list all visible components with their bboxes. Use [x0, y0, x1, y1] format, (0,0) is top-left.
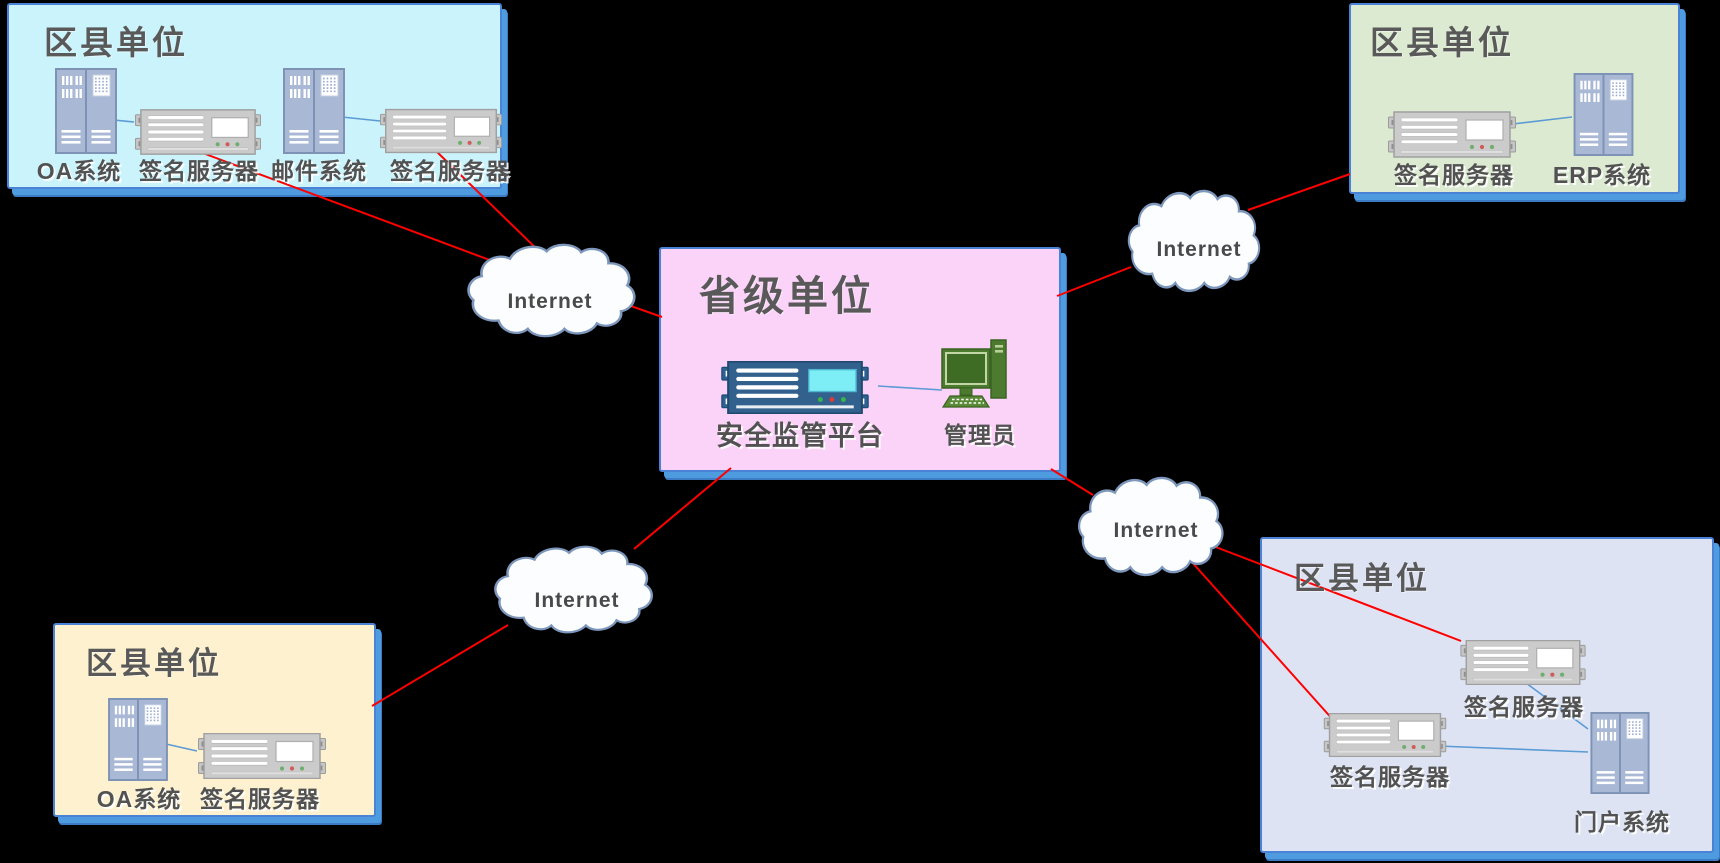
unit-title: 区县单位	[86, 646, 222, 681]
cabinet-icon	[1573, 73, 1634, 156]
label-administrator: 管理员	[944, 422, 1016, 448]
blue-link-cabinet-to-rack	[165, 743, 198, 752]
cloud-label: Internet	[1156, 238, 1242, 261]
label-portal-system: 门户系统	[1574, 809, 1670, 835]
rack-server-icon	[135, 109, 261, 155]
unit-title: 省级单位	[699, 273, 875, 319]
red-link-rack-to-cloud-left	[434, 149, 546, 258]
blue-link-platform-to-admin-pc	[877, 385, 943, 391]
rack-server-icon	[1460, 640, 1586, 685]
label-mail-system: 邮件系统	[271, 158, 367, 184]
unit-box-top-right: 区县单位 签名服务器 ERP系统	[1349, 3, 1680, 194]
label-signature-server: 签名服务器	[1394, 162, 1514, 188]
cabinet-icon	[108, 698, 168, 781]
label-signature-server: 签名服务器	[1464, 694, 1584, 720]
unit-title: 区县单位	[44, 24, 188, 61]
label-oa-system: OA系统	[96, 786, 182, 812]
blue-link-rack-to-portal	[1437, 745, 1589, 753]
cabinet-icon	[283, 68, 345, 154]
label-erp-system: ERP系统	[1552, 162, 1652, 188]
blue-link-cabinet-to-rack	[341, 116, 381, 122]
unit-box-bottom-left: 区县单位 OA系统 签名服务器	[53, 623, 376, 817]
unit-title: 区县单位	[1370, 24, 1514, 61]
rack-server-icon	[380, 108, 502, 154]
unit-box-bottom-right: 区县单位 签名服务器 签名服务器 门户系统	[1260, 537, 1714, 853]
label-signature-server: 签名服务器	[390, 158, 510, 184]
unit-box-top-left: 区县单位 OA系统 签名服务器 邮件系统 签名服务器	[7, 3, 509, 189]
cabinet-icon	[1590, 712, 1650, 794]
label-signature-server: 签名服务器	[139, 158, 259, 184]
cloud-label: Internet	[534, 589, 620, 612]
blue-link-cabinet-to-rack	[113, 119, 135, 123]
rack-server-icon	[1388, 111, 1516, 158]
red-link-cloud-right-to-rack	[1212, 545, 1462, 642]
blue-link-rack-to-portal	[1521, 679, 1589, 730]
admin-pc-icon	[941, 338, 1013, 409]
cloud-label: Internet	[1113, 519, 1199, 542]
red-link-cloud-right-to-rack	[1189, 559, 1336, 723]
blue-link-rack-to-erp	[1512, 116, 1573, 125]
rack-server-icon	[1322, 713, 1448, 757]
label-security-platform: 安全监管平台	[716, 421, 884, 451]
label-signature-server: 签名服务器	[1330, 764, 1450, 790]
red-link-cloud-top-right-to-unit	[1247, 173, 1351, 211]
label-oa-system: OA系统	[36, 158, 122, 184]
red-link-rack-to-cloud-left	[199, 151, 496, 263]
red-link-cloud-bottom-to-unit	[371, 624, 509, 707]
cloud-label: Internet	[507, 290, 593, 313]
rack-server-icon	[198, 733, 326, 779]
red-link-provincial-to-cloud-bottom	[633, 467, 732, 550]
cabinet-icon	[55, 68, 117, 154]
label-signature-server: 签名服务器	[200, 786, 320, 812]
red-link-provincial-to-cloud-right	[1050, 468, 1094, 496]
rack-server-blue-icon	[710, 361, 880, 414]
unit-box-provincial: 省级单位 安全监管平台 管理员	[659, 247, 1061, 472]
red-link-provincial-to-cloud-top-right	[1056, 266, 1132, 297]
unit-title: 区县单位	[1294, 561, 1430, 596]
